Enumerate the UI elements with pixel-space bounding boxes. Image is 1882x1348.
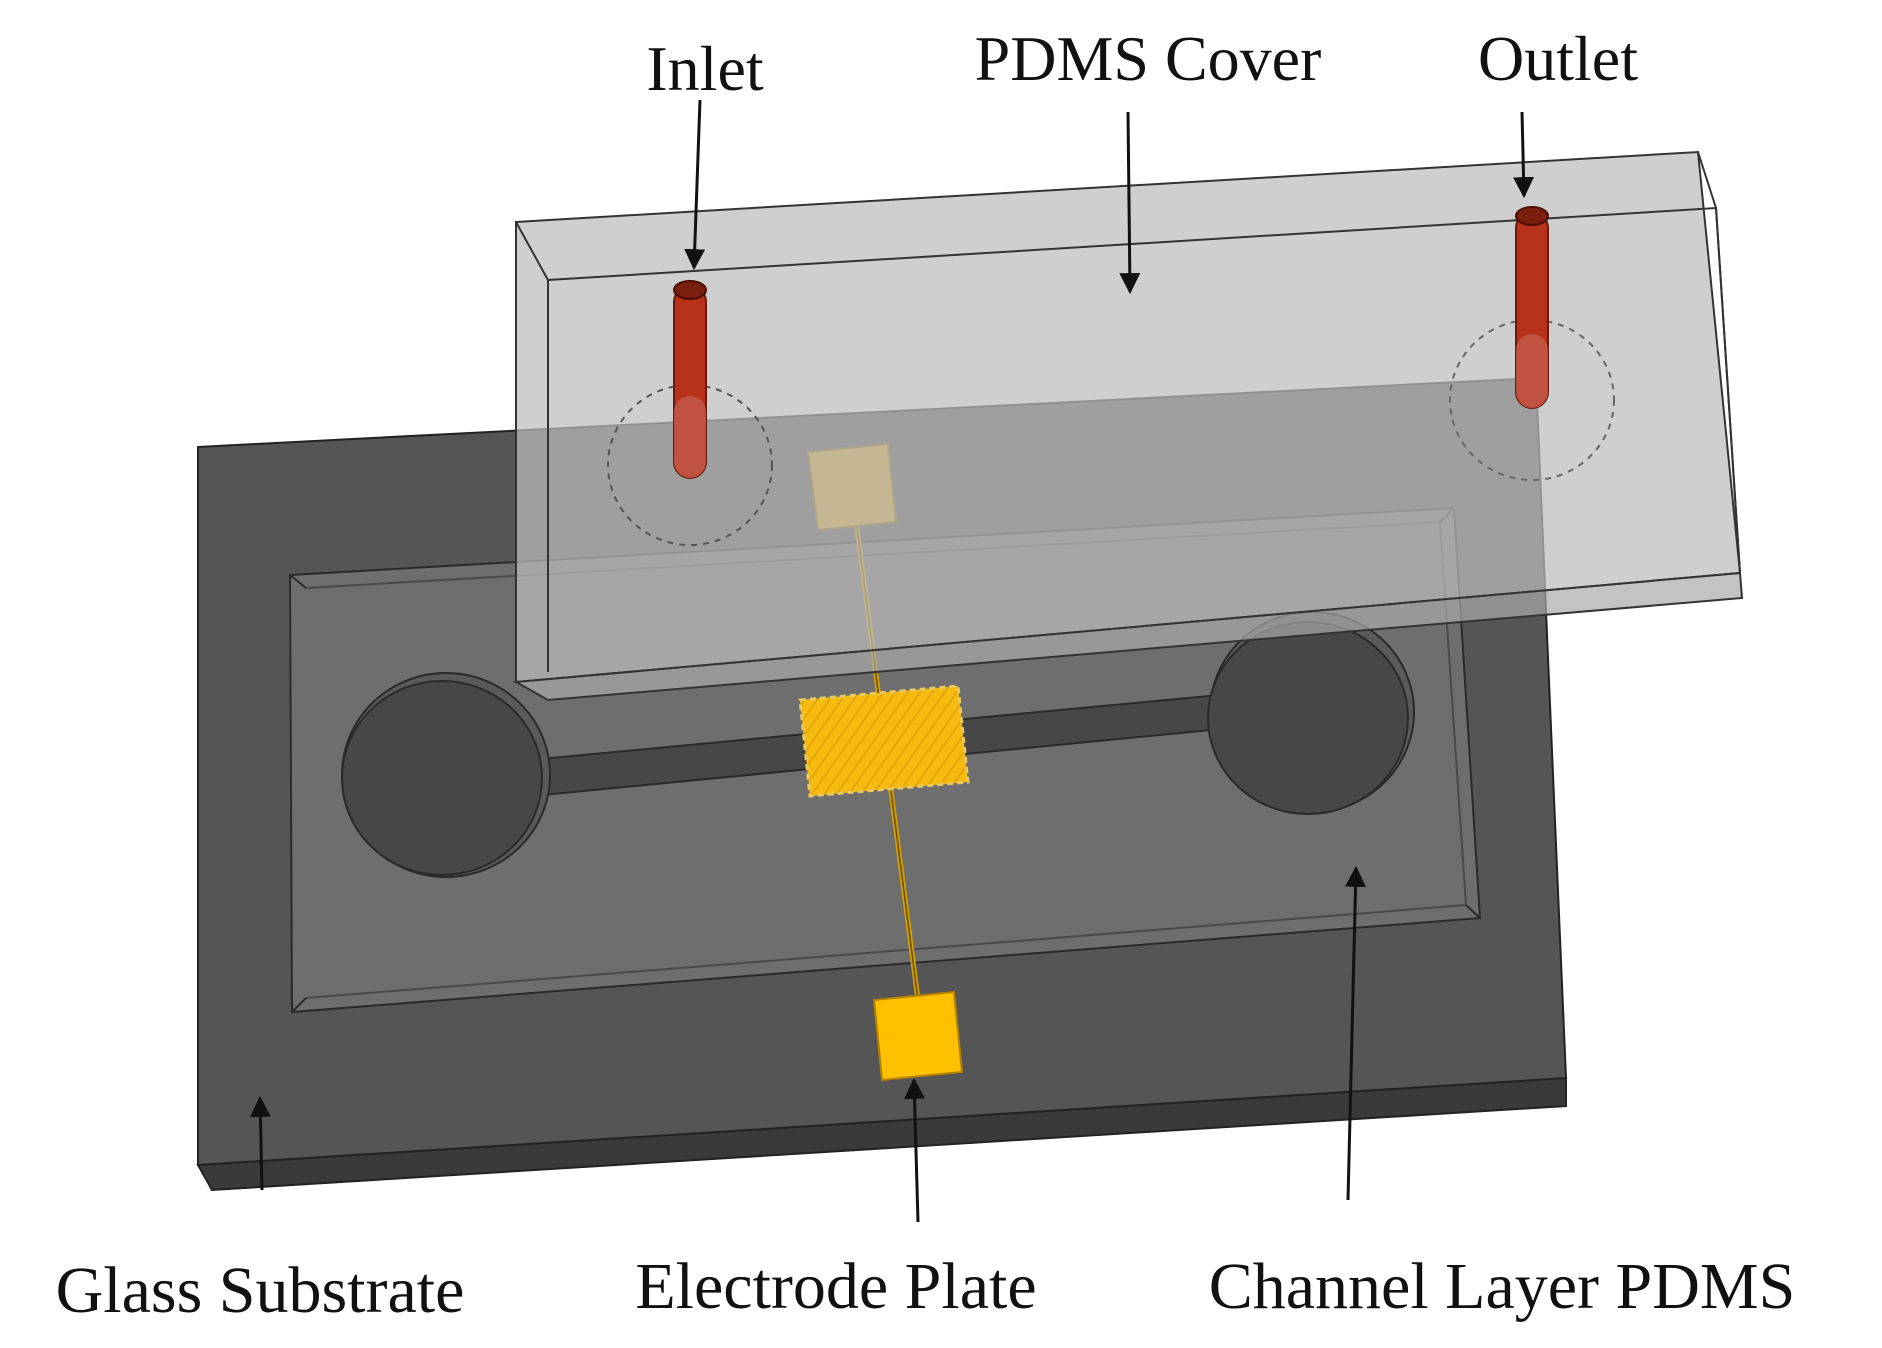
electrode-plate-arrow	[904, 1077, 926, 1223]
outlet-port-outline	[1449, 319, 1615, 481]
glass-substrate-arrow	[249, 1095, 271, 1191]
channel-layer-arrow	[1345, 865, 1367, 1201]
electrode-pad-bottom	[872, 990, 964, 1082]
outlet-arrow	[1513, 111, 1535, 199]
pdms-cover-arrow	[1119, 111, 1141, 295]
inlet-label: Inlet	[646, 33, 764, 104]
glass-substrate-label: Glass Substrate	[56, 1254, 465, 1327]
outlet-label: Outlet	[1478, 23, 1638, 94]
electrode-plate	[798, 684, 970, 798]
inlet-port-outline	[607, 384, 773, 546]
outlet-tube-icon	[1515, 206, 1549, 409]
callout-arrows	[249, 99, 1535, 1223]
inlet-tube-icon	[673, 280, 707, 479]
electrode-plate-label: Electrode Plate	[635, 1250, 1036, 1323]
pdms-cover-label: PDMS Cover	[975, 23, 1322, 94]
channel-layer-label: Channel Layer PDMS	[1209, 1250, 1796, 1323]
pdms-cover	[512, 150, 1744, 702]
inlet-arrow	[684, 99, 706, 271]
